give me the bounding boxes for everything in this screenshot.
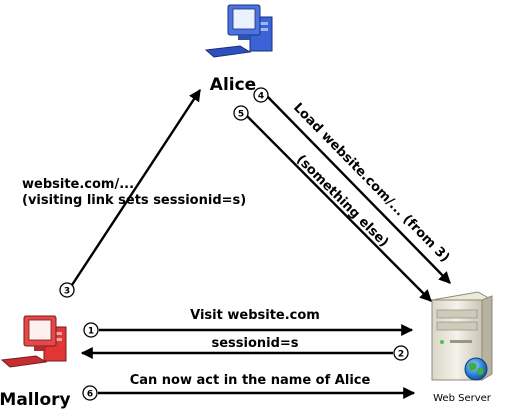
web-server-label: Web Server [433, 393, 492, 404]
mallory-computer-icon [0, 315, 67, 368]
step-badge-5: 5 [233, 105, 249, 121]
arrow-step-3 [70, 88, 202, 286]
step-badge-6: 6 [82, 385, 98, 401]
step-badge-4: 4 [253, 87, 269, 103]
step-2-label: sessionid=s [211, 336, 298, 351]
arrow-step-5 [246, 115, 432, 302]
step-3-label-line1: website.com/... [22, 177, 134, 192]
svg-text:1: 1 [88, 327, 94, 337]
step-5-label: (something else) [293, 152, 391, 250]
mallory-label: Mallory [0, 390, 71, 410]
step-6-label: Can now act in the name of Alice [130, 373, 371, 388]
step-badge-3: 3 [59, 282, 75, 298]
alice-label: Alice [210, 75, 256, 95]
svg-text:6: 6 [87, 390, 93, 400]
svg-text:5: 5 [238, 110, 244, 120]
arrow-step-4 [263, 92, 451, 284]
globe-icon [464, 357, 488, 381]
alice-computer-icon [204, 4, 273, 58]
svg-text:3: 3 [64, 287, 70, 297]
step-badge-2: 2 [393, 345, 409, 361]
step-badge-1: 1 [83, 322, 99, 338]
step-3-label-line2: (visiting link sets sessionid=s) [22, 193, 246, 208]
svg-text:2: 2 [398, 350, 404, 360]
step-1-label: Visit website.com [190, 308, 320, 323]
svg-text:4: 4 [258, 92, 264, 102]
